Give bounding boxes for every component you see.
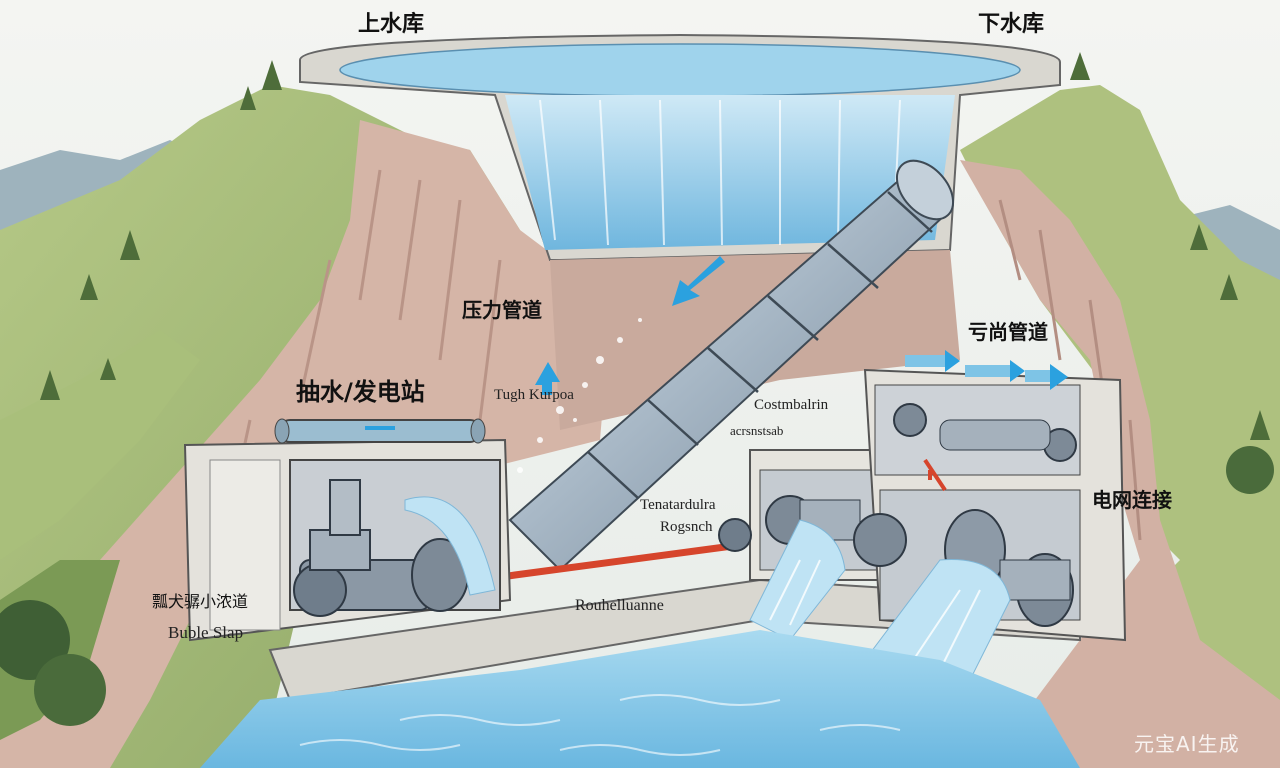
penstock-label: 压力管道 bbox=[462, 298, 542, 322]
control-label-2: acrsnstsab bbox=[730, 423, 784, 438]
watermark: 元宝AI生成 bbox=[1134, 732, 1240, 756]
generator-label-1: Tenatardulra bbox=[640, 497, 716, 513]
upper-reservoir-label: 上水库 bbox=[358, 12, 425, 37]
station-label: 抽水/发电站 bbox=[296, 378, 425, 406]
tailrace-label: 亏尚管道 bbox=[968, 320, 1048, 344]
upper-waterfall bbox=[505, 95, 955, 250]
flow-arrow-icon bbox=[905, 350, 1068, 390]
flow-arrow-icon bbox=[672, 256, 725, 306]
left-cn-label: 瓢犬骣小浓道 bbox=[152, 592, 249, 611]
outflow-label: Rouhelluanne bbox=[575, 597, 664, 614]
outflow-cascade-1 bbox=[749, 519, 846, 641]
lower-reservoir-water bbox=[200, 630, 1080, 768]
grid-connection-label: 电网连接 bbox=[1092, 488, 1172, 512]
left-en-label: Buble Slap bbox=[168, 623, 244, 642]
upper-reservoir-water bbox=[339, 43, 1021, 97]
generator-label-2: Rogsnch bbox=[660, 519, 713, 535]
lower-reservoir-label: 下水库 bbox=[978, 12, 1045, 37]
flow-arrow-icon bbox=[535, 362, 560, 395]
penstock-pipe bbox=[508, 159, 955, 572]
control-label-1: Costmbalrin bbox=[754, 397, 829, 413]
turbine-label: Tugh Kurpoa bbox=[494, 387, 574, 403]
left-powerhouse bbox=[183, 418, 512, 642]
